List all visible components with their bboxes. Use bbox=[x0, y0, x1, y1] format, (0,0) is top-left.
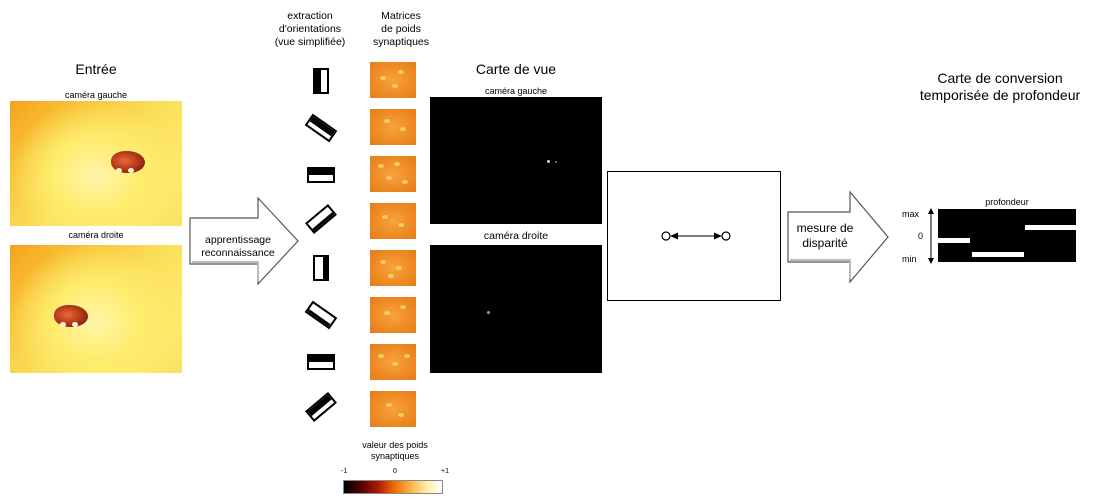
orientation-title-line3: (vue simplifiée) bbox=[274, 36, 346, 48]
weight-matrix bbox=[370, 62, 416, 98]
learning-arrow bbox=[188, 196, 300, 286]
right-camera-image bbox=[10, 245, 182, 373]
colorbar-max-label: +1 bbox=[441, 468, 449, 475]
left-camera-image bbox=[10, 101, 182, 226]
right-camera-label: caméra droite bbox=[68, 230, 124, 240]
colorbar-title-line2: synaptiques bbox=[370, 451, 420, 461]
left-camera-label: caméra gauche bbox=[64, 90, 128, 100]
depth-map bbox=[938, 209, 1076, 262]
orientation-column-title: extraction d'orientations (vue simplifié… bbox=[262, 10, 358, 49]
colorbar-title: valeur des poids synaptiques bbox=[340, 440, 450, 462]
depth-max-label: max bbox=[902, 209, 920, 219]
weight-matrix bbox=[370, 250, 416, 286]
weights-title-line1: Matrices bbox=[381, 10, 421, 22]
orientation-antidiagonal-icon bbox=[305, 203, 337, 235]
depth-map-title-line2: temporisée de profondeur bbox=[919, 87, 1081, 103]
depth-map-title-line1: Carte de conversion bbox=[937, 70, 1063, 86]
colorbar bbox=[343, 480, 443, 494]
weight-matrix bbox=[370, 109, 416, 145]
learning-arrow-line1: apprentissage bbox=[205, 234, 271, 246]
depth-map-label: profondeur bbox=[985, 197, 1029, 207]
orientation-vertical-icon bbox=[313, 68, 329, 94]
weight-matrix bbox=[370, 156, 416, 192]
view-map-right-label: caméra droite bbox=[483, 230, 549, 242]
input-title: Entrée bbox=[75, 61, 117, 77]
learning-arrow-label: apprentissage reconnaissance bbox=[190, 234, 286, 260]
view-map-left-label: caméra gauche bbox=[484, 86, 548, 96]
view-map-left bbox=[430, 97, 602, 224]
weight-matrix bbox=[370, 203, 416, 239]
disparity-arrow-label: mesure de disparité bbox=[790, 221, 860, 251]
orientation-horizontal-icon bbox=[307, 354, 335, 370]
orientation-title-line2: d'orientations bbox=[278, 23, 342, 35]
depth-axis-arrow bbox=[926, 208, 936, 264]
depth-map-title: Carte de conversion temporisée de profon… bbox=[900, 70, 1100, 104]
depth-min-label: min bbox=[902, 254, 917, 264]
weights-title-line3: synaptiques bbox=[372, 36, 430, 48]
orientation-horizontal-icon bbox=[307, 167, 335, 183]
colorbar-mid-label: 0 bbox=[393, 468, 397, 475]
orientation-diagonal-icon bbox=[304, 113, 338, 143]
weight-matrix bbox=[370, 344, 416, 380]
weight-matrix bbox=[370, 297, 416, 333]
colorbar-min-label: -1 bbox=[341, 468, 348, 475]
disparity-arrow-line1: mesure de bbox=[796, 221, 854, 235]
orientation-vertical-icon bbox=[313, 255, 329, 281]
weights-column-title: Matrices de poids synaptiques bbox=[356, 10, 446, 49]
weight-matrix bbox=[370, 391, 416, 427]
learning-arrow-line2: reconnaissance bbox=[201, 247, 275, 259]
view-map-right bbox=[430, 245, 602, 373]
weights-title-line2: de poids bbox=[381, 23, 421, 35]
colorbar-title-line1: valeur des poids bbox=[362, 440, 428, 450]
orientation-title-line1: extraction bbox=[287, 10, 333, 22]
orientation-antidiagonal-icon bbox=[305, 391, 337, 423]
disparity-box bbox=[607, 171, 781, 301]
disparity-arrow bbox=[786, 190, 890, 284]
disparity-arrow-line2: disparité bbox=[802, 236, 848, 250]
depth-zero-label: 0 bbox=[918, 231, 924, 241]
view-map-title: Carte de vue bbox=[475, 61, 557, 77]
orientation-diagonal-icon bbox=[304, 300, 338, 330]
